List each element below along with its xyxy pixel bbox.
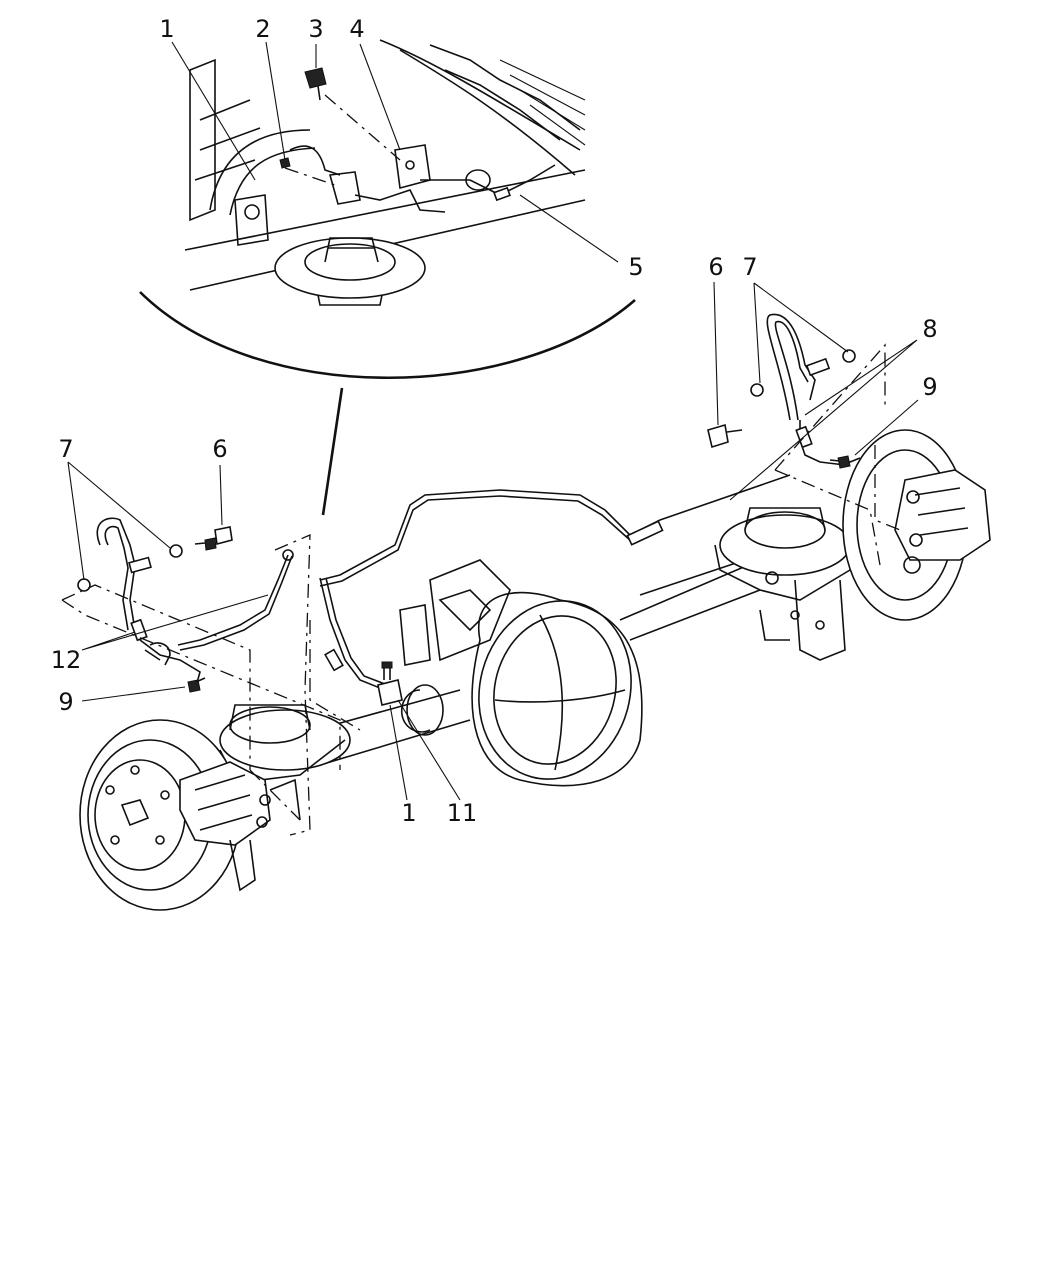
callout-labels: 1 2 3 4 5 6 7 8 9 7 6 12 9 1 11 (51, 15, 938, 827)
brake-lines (77, 313, 861, 706)
callout-2: 2 (255, 15, 270, 43)
phantom-lines (61, 343, 901, 836)
callout-9-right: 9 (922, 373, 937, 401)
detail-leader-line (321, 387, 344, 516)
callout-6-left: 6 (212, 435, 227, 463)
callout-1-top: 1 (159, 15, 174, 43)
callout-11: 11 (447, 799, 478, 827)
callout-7-left: 7 (58, 435, 73, 463)
rear-axle-assembly (79, 429, 991, 911)
callout-12: 12 (51, 646, 82, 674)
callout-7-right: 7 (742, 253, 757, 281)
detail-inset-underbody (139, 39, 636, 379)
callout-6-right: 6 (708, 253, 723, 281)
callout-8: 8 (922, 315, 937, 343)
callout-9-left: 9 (58, 688, 73, 716)
callout-3: 3 (308, 15, 323, 43)
callout-4: 4 (349, 15, 364, 43)
callout-5: 5 (628, 253, 643, 281)
leader-lines (67, 41, 919, 801)
callout-1-bottom: 1 (401, 799, 416, 827)
